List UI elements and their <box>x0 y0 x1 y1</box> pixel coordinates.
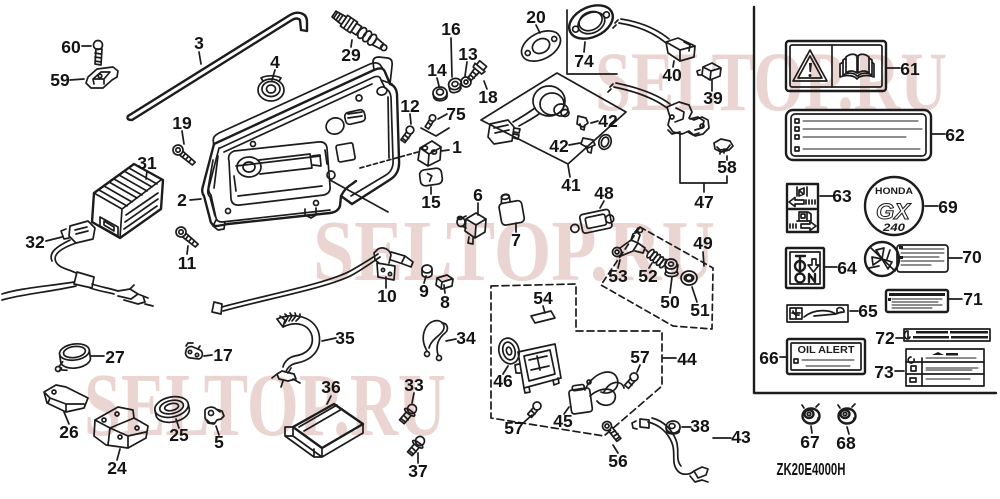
svg-text:7: 7 <box>511 230 521 250</box>
svg-text:68: 68 <box>836 433 856 453</box>
svg-text:42: 42 <box>598 111 618 131</box>
svg-text:46: 46 <box>493 371 513 391</box>
svg-text:73: 73 <box>874 362 894 382</box>
svg-text:52: 52 <box>638 266 658 286</box>
svg-text:54: 54 <box>533 288 553 308</box>
svg-text:58: 58 <box>717 157 737 177</box>
svg-text:9: 9 <box>419 281 429 301</box>
svg-text:27: 27 <box>105 347 124 367</box>
svg-text:OIL ALERT: OIL ALERT <box>798 344 856 356</box>
svg-text:25: 25 <box>169 425 189 445</box>
svg-text:56: 56 <box>608 451 628 471</box>
svg-text:GX: GX <box>876 199 911 224</box>
svg-text:53: 53 <box>608 266 628 286</box>
svg-text:2: 2 <box>177 190 187 210</box>
svg-text:5: 5 <box>214 432 224 452</box>
svg-text:10: 10 <box>377 286 397 306</box>
svg-text:SELTOP.RU: SELTOP.RU <box>313 202 715 299</box>
svg-text:43: 43 <box>731 427 751 447</box>
svg-text:42: 42 <box>549 136 569 156</box>
svg-text:ZK20E4000H: ZK20E4000H <box>777 459 846 479</box>
svg-text:18: 18 <box>478 87 498 107</box>
svg-text:34: 34 <box>456 328 476 348</box>
svg-text:6: 6 <box>473 185 483 205</box>
svg-text:63: 63 <box>832 186 852 206</box>
svg-text:72: 72 <box>875 328 895 348</box>
svg-text:51: 51 <box>690 300 710 320</box>
svg-text:41: 41 <box>561 175 581 195</box>
svg-text:75: 75 <box>446 104 466 124</box>
svg-text:11: 11 <box>178 253 197 273</box>
svg-text:240: 240 <box>882 222 906 234</box>
svg-text:59: 59 <box>50 70 70 90</box>
svg-text:50: 50 <box>660 292 680 312</box>
svg-text:8: 8 <box>440 292 450 312</box>
svg-text:35: 35 <box>335 328 355 348</box>
svg-text:31: 31 <box>137 153 157 173</box>
svg-text:39: 39 <box>703 88 723 108</box>
svg-text:69: 69 <box>938 197 958 217</box>
svg-text:66: 66 <box>759 348 779 368</box>
svg-text:20: 20 <box>526 7 546 27</box>
svg-text:12: 12 <box>400 96 420 116</box>
svg-text:48: 48 <box>594 183 614 203</box>
svg-text:40: 40 <box>662 65 682 85</box>
svg-text:38: 38 <box>690 416 710 436</box>
svg-text:45: 45 <box>553 411 573 431</box>
svg-text:61: 61 <box>900 59 920 79</box>
svg-text:57: 57 <box>504 418 523 438</box>
svg-text:62: 62 <box>945 125 965 145</box>
svg-text:SELTOP.RU: SELTOP.RU <box>84 356 446 455</box>
svg-text:37: 37 <box>408 461 427 481</box>
svg-text:24: 24 <box>107 458 127 478</box>
svg-text:49: 49 <box>693 233 713 253</box>
svg-text:67: 67 <box>800 432 819 452</box>
svg-text:57: 57 <box>630 347 649 367</box>
svg-text:13: 13 <box>458 44 478 64</box>
svg-text:44: 44 <box>677 349 697 369</box>
svg-text:32: 32 <box>25 232 45 252</box>
svg-text:15: 15 <box>421 192 441 212</box>
svg-text:26: 26 <box>59 422 79 442</box>
svg-text:70: 70 <box>962 247 982 267</box>
svg-text:4: 4 <box>270 52 280 72</box>
svg-text:65: 65 <box>858 301 878 321</box>
svg-text:71: 71 <box>963 289 983 309</box>
svg-text:29: 29 <box>341 45 361 65</box>
svg-text:60: 60 <box>61 37 81 57</box>
svg-text:3: 3 <box>194 33 204 53</box>
svg-text:36: 36 <box>321 377 341 397</box>
svg-text:74: 74 <box>574 51 594 71</box>
svg-text:HONDA: HONDA <box>875 186 914 196</box>
svg-text:17: 17 <box>213 345 232 365</box>
svg-text:33: 33 <box>404 375 424 395</box>
svg-text:64: 64 <box>837 258 857 278</box>
svg-text:16: 16 <box>441 19 461 39</box>
svg-text:47: 47 <box>694 192 713 212</box>
svg-text:19: 19 <box>172 113 192 133</box>
svg-text:SELTOP.RU: SELTOP.RU <box>595 35 947 129</box>
svg-text:14: 14 <box>427 60 447 80</box>
svg-text:1: 1 <box>452 137 462 157</box>
